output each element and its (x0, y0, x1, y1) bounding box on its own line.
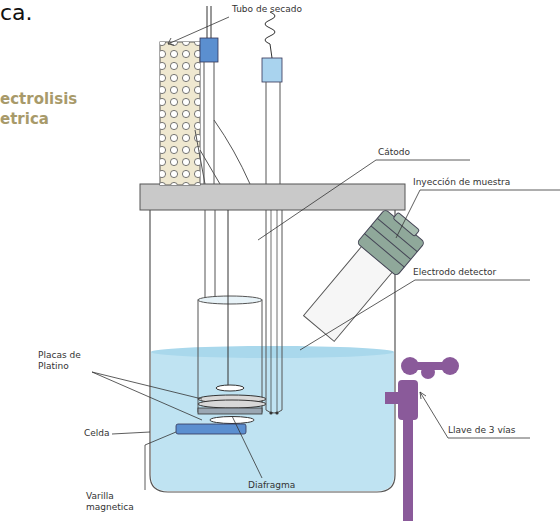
part-label: Inyección de muestra (413, 177, 510, 188)
part-label: Placas de Platino (38, 350, 92, 372)
heading-fragment: ectrolisis (0, 90, 77, 108)
part-label: Electrodo detector (413, 267, 496, 278)
part-label: Cátodo (378, 147, 410, 158)
part-label: Diafragma (248, 480, 295, 491)
part-label: Varilla magnetica (86, 491, 138, 513)
page-fragment: ca. (0, 0, 33, 26)
part-label: Tubo de secado (232, 4, 302, 15)
part-label: Llave de 3 vías (448, 425, 515, 436)
part-label: Celda (84, 428, 110, 439)
heading-fragment: etrica (0, 110, 49, 128)
